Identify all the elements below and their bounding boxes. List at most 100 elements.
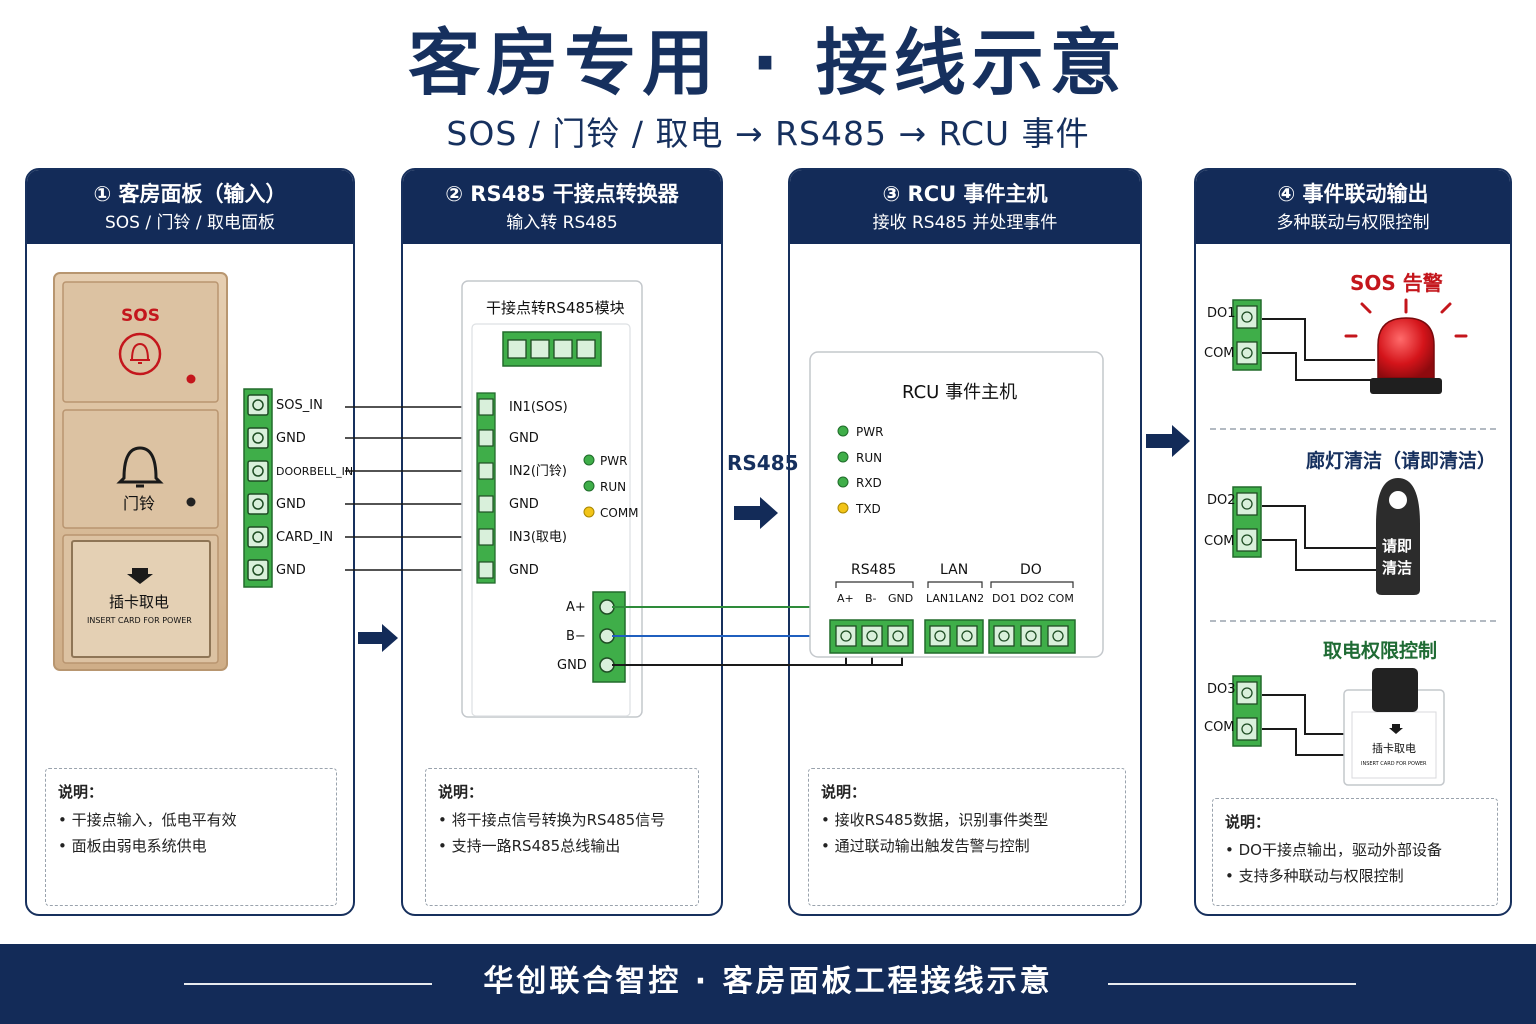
note-item: 干接点输入，低电平有效 [58, 807, 324, 833]
bus-terminal-label: A+ [566, 600, 586, 615]
card-slot [71, 540, 211, 658]
rcu-led-label: PWR [856, 425, 884, 439]
output-title-power: 取电权限控制 [1323, 640, 1438, 662]
rcu-pin-label: B- [865, 592, 877, 605]
rcu-led-label: TXD [856, 502, 881, 516]
converter-led-label: RUN [600, 480, 627, 494]
rcu-group-label: LAN [940, 562, 969, 578]
note-box: 说明： 干接点输入，低电平有效 面板由弱电系统供电 [45, 768, 337, 906]
panel-subheading: 输入转 RS485 [506, 213, 618, 233]
page-subtitle: SOS / 门铃 / 取电 → RS485 → RCU 事件 [446, 114, 1090, 153]
note-item: 支持一路RS485总线输出 [438, 833, 686, 859]
note-item: DO干接点输出，驱动外部设备 [1225, 837, 1485, 863]
note-item: 面板由弱电系统供电 [58, 833, 324, 859]
footer-text: 华创联合智控 · 客房面板工程接线示意 [483, 964, 1053, 999]
card-holder-icon [1343, 668, 1445, 786]
converter-title: 干接点转RS485模块 [486, 299, 625, 317]
panel-heading: ① 客房面板（输入） [93, 182, 287, 206]
doorbell-icon [116, 446, 164, 488]
rcu-led-label: RUN [856, 451, 883, 465]
rcu-pin-label: DO1 [992, 592, 1017, 605]
note-box: 说明： 将干接点信号转换为RS485信号 支持一路RS485总线输出 [425, 768, 699, 906]
panel-header: ① 客房面板（输入） SOS / 门铃 / 取电面板 [27, 170, 353, 244]
terminal-label: CARD_IN [276, 530, 334, 545]
note-title: 说明： [1225, 813, 1271, 831]
card-label: 插卡取电 [109, 593, 170, 611]
note-title: 说明： [58, 783, 104, 801]
rcu-pin-label: GND [888, 592, 914, 605]
door-hanger-icon [1376, 478, 1420, 595]
panel-subheading: 接收 RS485 并处理事件 [872, 213, 1058, 233]
terminal-label: DOORBELL_IN [276, 465, 354, 478]
do-label: DO1 [1207, 306, 1236, 321]
panel-header: ④ 事件联动输出 多种联动与权限控制 [1196, 170, 1510, 244]
doorbell-label: 门铃 [123, 494, 156, 513]
hanger-text: 请即 [1382, 537, 1413, 555]
flow-arrow-icon [734, 497, 778, 529]
panel-subheading: SOS / 门铃 / 取电面板 [104, 213, 276, 233]
converter-input-label: IN2(门铃) [509, 464, 567, 479]
sos-label: SOS [121, 306, 160, 326]
hanger-text: 清洁 [1382, 559, 1413, 577]
converter-input-label: GND [509, 497, 539, 512]
output-terminals [1232, 299, 1262, 747]
output-wires [1262, 318, 1380, 756]
com-label: COM [1204, 720, 1235, 735]
rcu-title: RCU 事件主机 [902, 382, 1018, 403]
note-box: 说明： 接收RS485数据，识别事件类型 通过联动输出触发告警与控制 [808, 768, 1126, 906]
arrow-down-icon [1389, 724, 1403, 734]
rcu-pin-label: A+ [837, 592, 854, 605]
sos-indicator-led [186, 374, 196, 384]
rcu-pin-label: DO2 [1020, 592, 1045, 605]
flow-arrows [358, 425, 1190, 652]
rcu-unit [809, 351, 1104, 658]
panel-subheading: 多种联动与权限控制 [1276, 213, 1430, 233]
page-title: 客房专用 · 接线示意 [408, 21, 1128, 105]
terminal-label: GND [276, 431, 306, 446]
converter-module [461, 280, 643, 718]
note-box: 说明： DO干接点输出，驱动外部设备 支持多种联动与权限控制 [1212, 798, 1498, 906]
com-label: COM [1204, 346, 1235, 361]
card-label: 插卡取电 [1372, 742, 1416, 755]
output-title-cleaning: 廊灯清洁（请即清洁） [1306, 450, 1497, 472]
panel-heading: ② RS485 干接点转换器 [445, 182, 679, 206]
panel-outputs: ④ 事件联动输出 多种联动与权限控制 说明： DO干接点输出，驱动外部设备 支持… [1194, 168, 1512, 916]
note-item: 将干接点信号转换为RS485信号 [438, 807, 686, 833]
converter-input-label: IN1(SOS) [509, 400, 568, 415]
sos-bell-icon [118, 332, 162, 376]
terminal-label: GND [276, 563, 306, 578]
rcu-pin-label: LAN1 [926, 592, 956, 605]
rs485-flow-label: RS485 [727, 451, 799, 475]
note-item: 接收RS485数据，识别事件类型 [821, 807, 1113, 833]
bus-terminal-label: GND [557, 658, 587, 673]
com-label: COM [1204, 534, 1235, 549]
rcu-pin-label: COM [1048, 592, 1074, 605]
terminal-label: GND [276, 497, 306, 512]
panel-terminal-block [243, 388, 273, 588]
card-sublabel: INSERT CARD FOR POWER [87, 616, 192, 625]
flow-arrow-icon [1146, 425, 1190, 457]
rcu-pin-label: LAN2 [955, 592, 985, 605]
footer-divider-right [1108, 983, 1356, 985]
do-label: DO2 [1207, 493, 1236, 508]
converter-led-label: COMM [600, 506, 639, 520]
alarm-beacon-icon [1344, 298, 1468, 394]
panel-heading: ④ 事件联动输出 [1277, 182, 1429, 206]
rcu-group-label: RS485 [851, 562, 897, 578]
rcu-led-label: RXD [856, 476, 882, 490]
section-dividers [1210, 428, 1498, 622]
note-item: 通过联动输出触发告警与控制 [821, 833, 1113, 859]
converter-input-label: GND [509, 563, 539, 578]
arrow-down-icon [127, 568, 153, 584]
guest-panel-plate [53, 272, 228, 671]
note-title: 说明： [821, 783, 867, 801]
note-item: 支持多种联动与权限控制 [1225, 863, 1485, 889]
flow-arrow-icon [358, 624, 398, 652]
converter-led-label: PWR [600, 454, 628, 468]
note-title: 说明： [438, 783, 484, 801]
converter-input-label: GND [509, 431, 539, 446]
card-sublabel: INSERT CARD FOR POWER [1361, 761, 1427, 767]
panel-header: ② RS485 干接点转换器 输入转 RS485 [403, 170, 721, 244]
footer-divider-left [184, 983, 432, 985]
